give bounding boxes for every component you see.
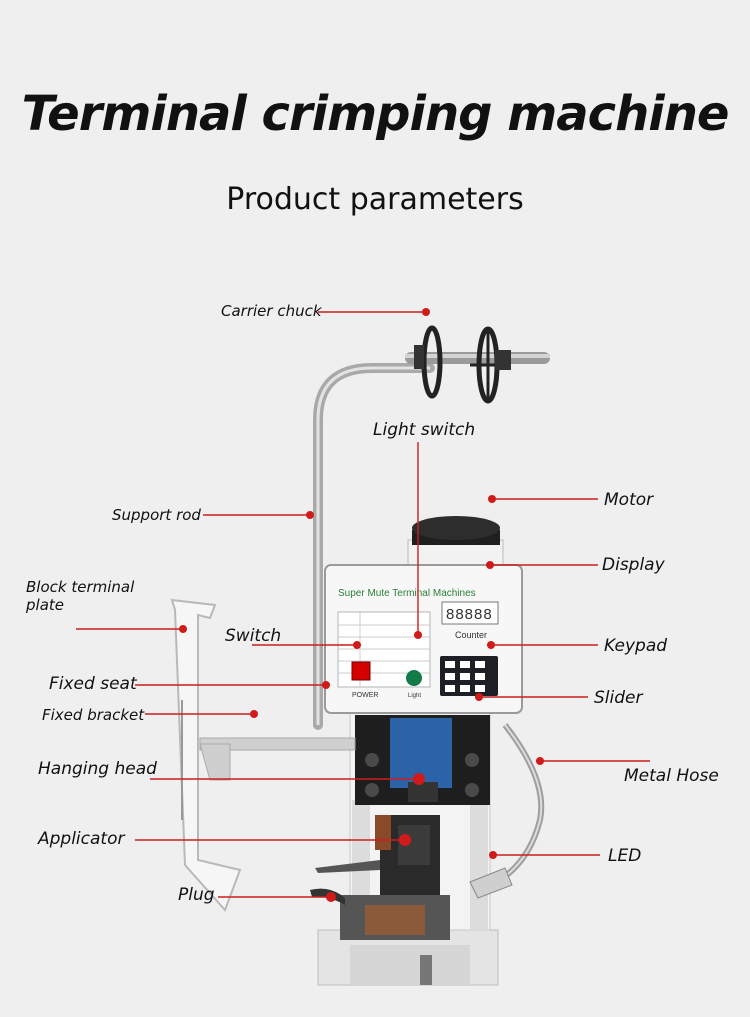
label-block-terminal-plate: Block terminal plate [26,578,135,614]
control-panel: Super Mute Terminal Machines 88888 Count… [324,564,523,714]
label-fixed-bracket: Fixed bracket [42,706,145,724]
applicator [310,815,450,940]
page-title: Terminal crimping machine [21,86,730,142]
label-display: Display [602,555,665,575]
label-support-rod: Support rod [112,506,201,524]
fixed-bracket [199,737,356,781]
counter-label: Counter [455,630,487,640]
counter-display: 88888 [446,606,493,623]
label-slider: Slider [594,688,643,708]
power-label: POWER [352,692,378,699]
light-label: Light [408,693,421,699]
label-carrier-chuck: Carrier chuck [221,302,322,320]
callout-dots [179,308,544,902]
label-hanging-head: Hanging head [38,759,157,779]
slider-block [355,715,490,805]
label-led: LED [608,846,642,866]
label-fixed-seat: Fixed seat [49,674,137,694]
panel-title: Super Mute Terminal Machines [338,588,476,599]
label-switch: Switch [225,626,282,646]
label-keypad: Keypad [604,636,668,656]
block-terminal-plate [170,598,242,912]
page-subtitle: Product parameters [226,182,524,217]
label-metal-hose: Metal Hose [624,766,719,786]
carrier-chuck [405,325,550,404]
label-plug: Plug [178,885,215,905]
label-applicator: Applicator [38,829,125,849]
callout-lines [76,311,650,898]
label-motor: Motor [604,490,654,510]
label-light-switch: Light switch [373,420,476,440]
metal-hose [469,723,545,899]
motor [407,516,504,571]
